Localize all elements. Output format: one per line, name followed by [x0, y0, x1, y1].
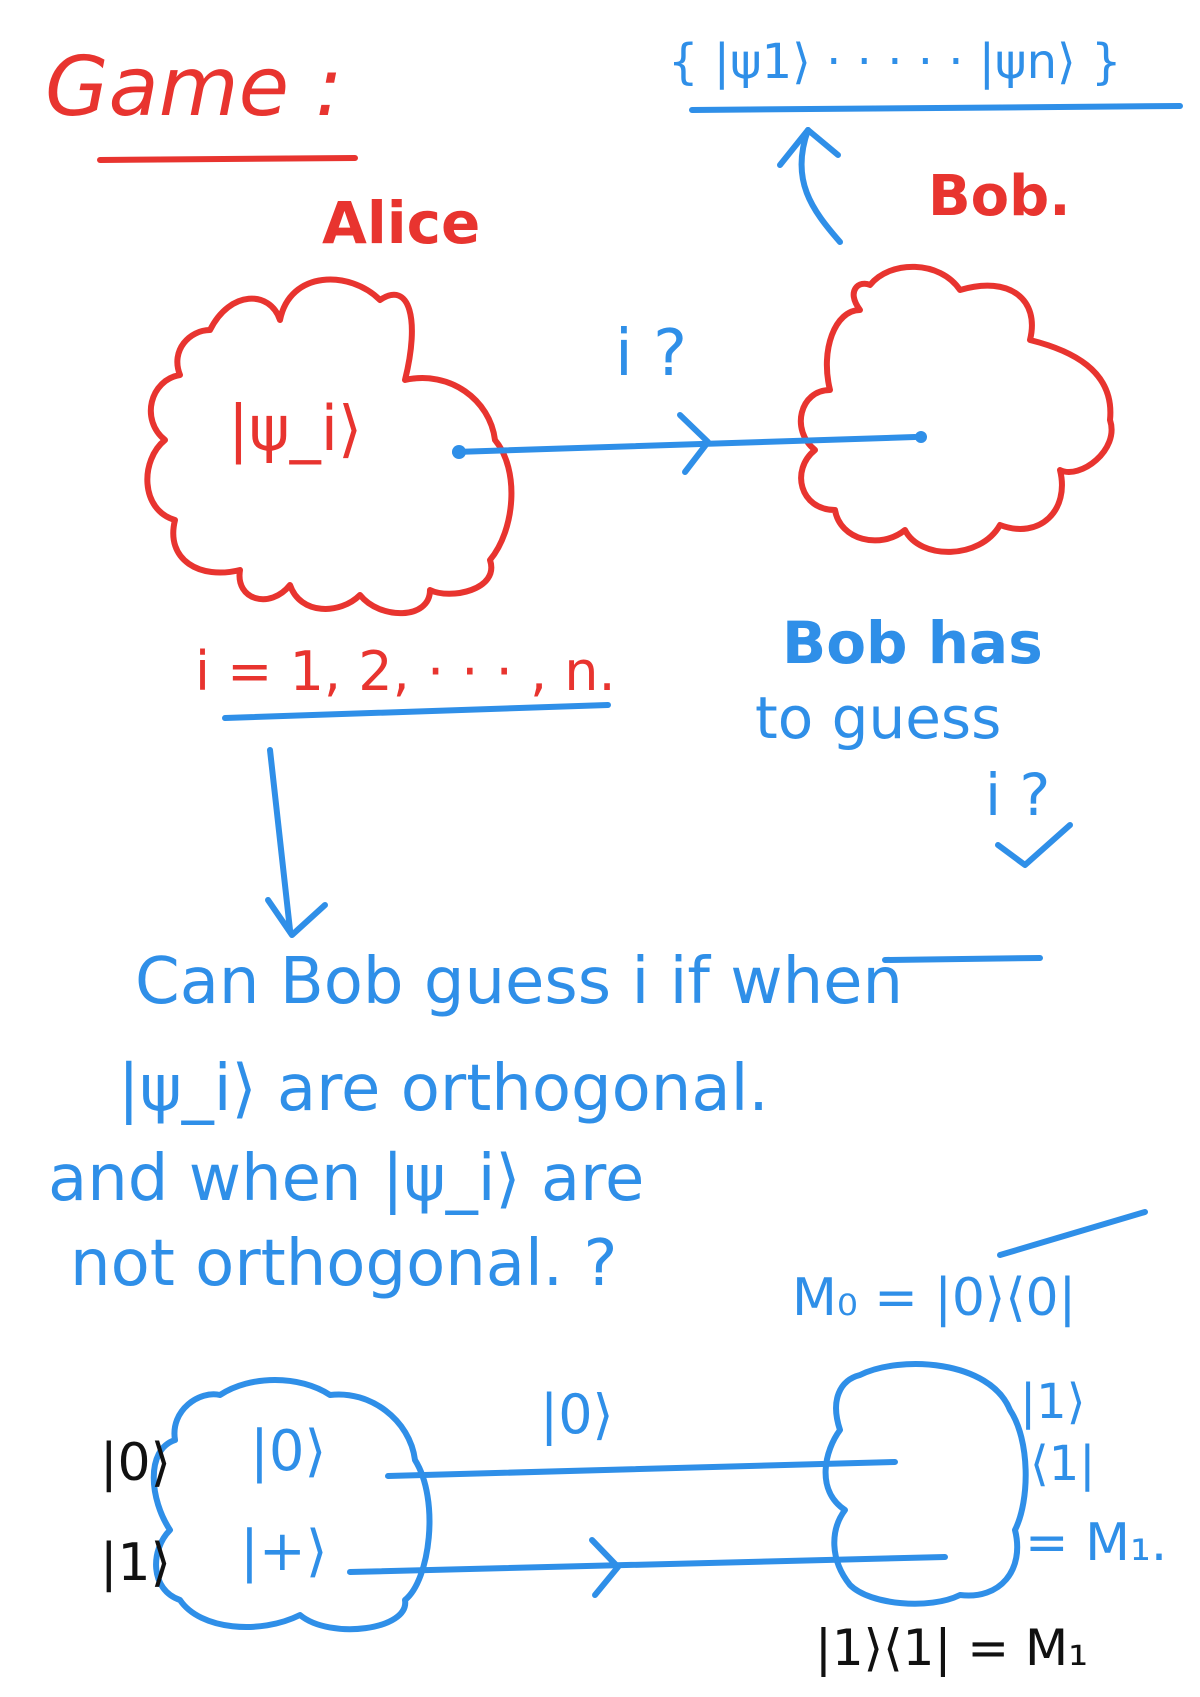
game-title: Game :	[45, 40, 343, 135]
question-line4: not orthogonal. ?	[70, 1227, 617, 1301]
strike-if	[882, 955, 1043, 963]
index-underline	[222, 702, 611, 721]
transmission-arrowhead	[677, 412, 711, 475]
alice-point	[452, 445, 466, 459]
right-bra: ⟨1|	[1030, 1436, 1095, 1492]
bob-cloud	[797, 263, 1115, 555]
bottom-right-cloud	[822, 1361, 1029, 1607]
channel-arrowhead	[589, 1537, 621, 1598]
question-line1: Can Bob guess i if when	[135, 945, 903, 1019]
question-line3: and when |ψ_i⟩ are	[48, 1142, 644, 1216]
state-set-underline	[689, 103, 1183, 113]
bob-task-line1: Bob has	[782, 609, 1043, 677]
check-mark	[995, 822, 1073, 868]
bob-state-set: { |ψ1⟩ · · · · · |ψn⟩ }	[668, 34, 1122, 90]
m0-annotation-stroke	[997, 1209, 1148, 1258]
alice-cloud	[144, 276, 515, 617]
inner-label-0: |0⟩	[250, 1419, 326, 1484]
m1-bottom: |1⟩⟨1| = M₁	[815, 1619, 1088, 1677]
down-arrow-shaft	[267, 747, 293, 933]
bob-label: Bob.	[928, 164, 1071, 229]
transmission-label: i ?	[615, 317, 687, 391]
inner-label-plus: |+⟩	[240, 1519, 328, 1584]
alice-state: |ψ_i⟩	[228, 392, 362, 466]
index-range: i = 1, 2, · · · , n.	[195, 640, 616, 703]
bottom-left-cloud	[150, 1377, 433, 1633]
sent-state-label: |0⟩	[540, 1383, 614, 1446]
down-arrow-head	[265, 897, 328, 938]
bob-task-line2: to guess	[755, 684, 1001, 752]
title-underline	[97, 155, 358, 163]
measurement-m0: M₀ = |0⟩⟨0|	[792, 1268, 1076, 1328]
m1-right: = M₁.	[1025, 1513, 1167, 1573]
bob-point	[915, 431, 927, 443]
right-ket: |1⟩	[1020, 1374, 1085, 1430]
channel-bottom	[347, 1554, 948, 1575]
question-line2: |ψ_i⟩ are orthogonal.	[118, 1052, 769, 1126]
left-label-0: |0⟩	[100, 1433, 171, 1493]
channel-top	[385, 1459, 898, 1479]
alice-label: Alice	[322, 189, 480, 257]
transmission-line	[452, 434, 918, 455]
bob-task-line3: i ?	[985, 761, 1050, 829]
left-label-1: |1⟩	[100, 1533, 171, 1593]
set-arrow-head	[777, 127, 841, 168]
set-arrow-curve	[798, 127, 843, 245]
